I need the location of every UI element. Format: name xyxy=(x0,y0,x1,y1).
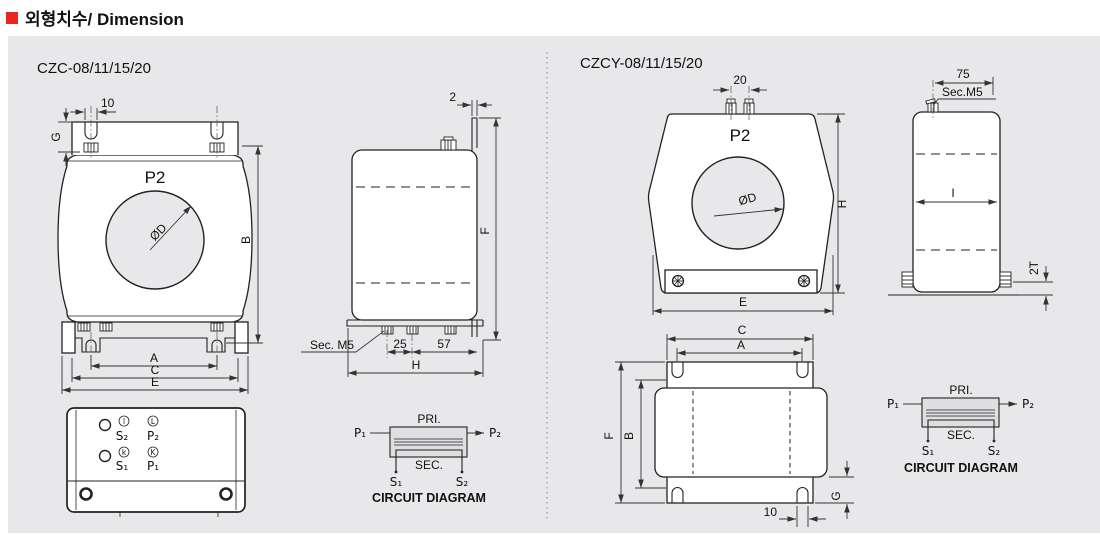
czc-terminal-s1: S₁ xyxy=(116,459,129,473)
czc-sec-m5-callout: Sec. M5 xyxy=(301,330,385,353)
czc-front-view: P2 ØD 10 xyxy=(49,96,263,394)
czc-pri-label: PRI. xyxy=(417,412,440,426)
czcy-front-view: 20 P2 ØD E H xyxy=(647,73,849,315)
czcy-circuit-s1: S₁ xyxy=(922,444,935,458)
svg-text:H: H xyxy=(835,200,849,209)
czc-mark-p2: L xyxy=(151,417,156,426)
czcy-p2-label: P2 xyxy=(730,126,751,145)
czc-circuit-p2: P₂ xyxy=(489,426,501,440)
czcy-cross-screw-left xyxy=(671,274,685,288)
czcy-bottom-view: C A F B G xyxy=(602,323,854,527)
czcy-circuit-p1: P₁ xyxy=(887,397,899,411)
czcy-dim-h: H xyxy=(817,113,849,294)
czcy-dim-10: 10 xyxy=(764,505,826,527)
czcy-dim-c: C xyxy=(666,323,814,360)
svg-text:Sec. M5: Sec. M5 xyxy=(310,338,354,352)
czcy-dim-b: B xyxy=(622,379,666,489)
red-square-bullet-icon xyxy=(6,11,18,24)
svg-text:A: A xyxy=(150,351,158,365)
czc-dim-57: 57 xyxy=(412,337,477,355)
czc-dim-e: E xyxy=(61,356,249,394)
svg-text:B: B xyxy=(239,236,253,244)
czc-terminal-p1: P₁ xyxy=(147,459,159,473)
czcy-dim-2t: 2T xyxy=(1013,260,1053,311)
svg-text:F: F xyxy=(478,227,492,234)
czc-sec-label: SEC. xyxy=(415,458,443,472)
czc-terminal-hole-bottom xyxy=(98,449,112,463)
svg-text:C: C xyxy=(151,363,160,377)
czcy-circuit-p2: P₂ xyxy=(1022,397,1034,411)
czc-terminal-p2: P₂ xyxy=(147,429,159,443)
czc-mark-s2: l xyxy=(123,417,125,426)
czc-mark-s1: k xyxy=(122,448,127,457)
svg-text:B: B xyxy=(622,432,636,440)
svg-text:A: A xyxy=(737,338,745,352)
czcy-dim-g: G xyxy=(815,461,854,519)
czc-mark-p1: K xyxy=(151,448,157,457)
czc-model-title: CZC-08/11/15/20 xyxy=(37,60,151,77)
czc-circuit-s2: S₂ xyxy=(456,475,469,489)
svg-text:75: 75 xyxy=(956,67,970,81)
svg-text:I: I xyxy=(951,186,954,200)
czc-circuit-caption: CIRCUIT DIAGRAM xyxy=(372,491,486,505)
svg-text:C: C xyxy=(738,323,747,337)
czcy-hole-diameter-label: ØD xyxy=(737,190,758,209)
page-title: 외형치수/ Dimension xyxy=(25,10,184,29)
czc-dim-c: C xyxy=(71,358,239,382)
svg-text:H: H xyxy=(412,358,421,372)
czcy-sec-label: SEC. xyxy=(947,428,975,442)
page-header: 외형치수/ Dimension xyxy=(6,5,184,30)
svg-text:2: 2 xyxy=(449,90,456,104)
czcy-section: CZCY-08/11/15/20 20 xyxy=(580,55,1053,527)
czcy-dim-e: E xyxy=(652,255,834,315)
czcy-side-view: 75 Sec.M5 I 2T xyxy=(888,67,1053,311)
czcy-pri-label: PRI. xyxy=(949,383,972,397)
svg-text:E: E xyxy=(739,295,747,309)
czc-dim-2: 2 xyxy=(449,90,492,116)
czc-terminal-s2: S₂ xyxy=(116,429,129,443)
czcy-dim-20: 20 xyxy=(713,73,767,93)
svg-text:20: 20 xyxy=(733,73,747,87)
czcy-dim-a: A xyxy=(676,338,803,361)
svg-text:10: 10 xyxy=(764,505,778,519)
czcy-sec-m5-callout: Sec.M5 xyxy=(932,85,996,107)
czcy-circuit-caption: CIRCUIT DIAGRAM xyxy=(904,461,1018,475)
czc-circuit-diagram: PRI. P₁ P₂ SEC. S₁ S₂ CIRCUIT DIAGRAM xyxy=(354,412,501,505)
svg-text:G: G xyxy=(49,132,63,141)
czcy-dim-f: F xyxy=(602,361,665,504)
czc-dim-h: H xyxy=(347,328,484,377)
svg-text:2T: 2T xyxy=(1027,260,1041,275)
czcy-circuit-diagram: PRI. P₁ P₂ SEC. S₁ S₂ CIRCUIT DIAGRAM xyxy=(887,383,1034,475)
czc-dim-b: B xyxy=(226,145,263,344)
svg-text:E: E xyxy=(151,375,159,389)
czc-side-view: 2 F Sec. M5 25 57 xyxy=(301,90,501,377)
svg-text:57: 57 xyxy=(437,337,451,351)
czc-circuit-s1: S₁ xyxy=(390,475,403,489)
czc-dim-a: A xyxy=(90,351,218,370)
czcy-center-hole xyxy=(691,156,785,250)
czcy-dim-75: 75 xyxy=(935,67,994,95)
czcy-model-title: CZCY-08/11/15/20 xyxy=(580,55,703,72)
czc-terminal-hole-top xyxy=(98,418,112,432)
czcy-dim-i: I xyxy=(916,186,997,205)
czc-section: CZC-08/11/15/20 P2 ØD xyxy=(37,60,501,517)
czc-dim-10: 10 xyxy=(70,96,116,120)
czc-terminal-view: l L k K S₂ P₂ S₁ P₁ xyxy=(66,407,246,517)
svg-text:F: F xyxy=(602,432,616,439)
svg-text:Sec.M5: Sec.M5 xyxy=(942,85,983,99)
czcy-circuit-s2: S₂ xyxy=(988,444,1001,458)
svg-text:G: G xyxy=(829,491,843,500)
czc-circuit-p1: P₁ xyxy=(354,426,366,440)
czc-dim-g: G xyxy=(49,108,80,166)
svg-text:25: 25 xyxy=(393,337,407,351)
czc-center-hole xyxy=(105,190,205,290)
czcy-cross-screw-right xyxy=(797,274,811,288)
svg-text:10: 10 xyxy=(101,96,115,110)
czc-dim-f: F xyxy=(478,117,501,341)
czc-p2-label: P2 xyxy=(145,168,166,187)
